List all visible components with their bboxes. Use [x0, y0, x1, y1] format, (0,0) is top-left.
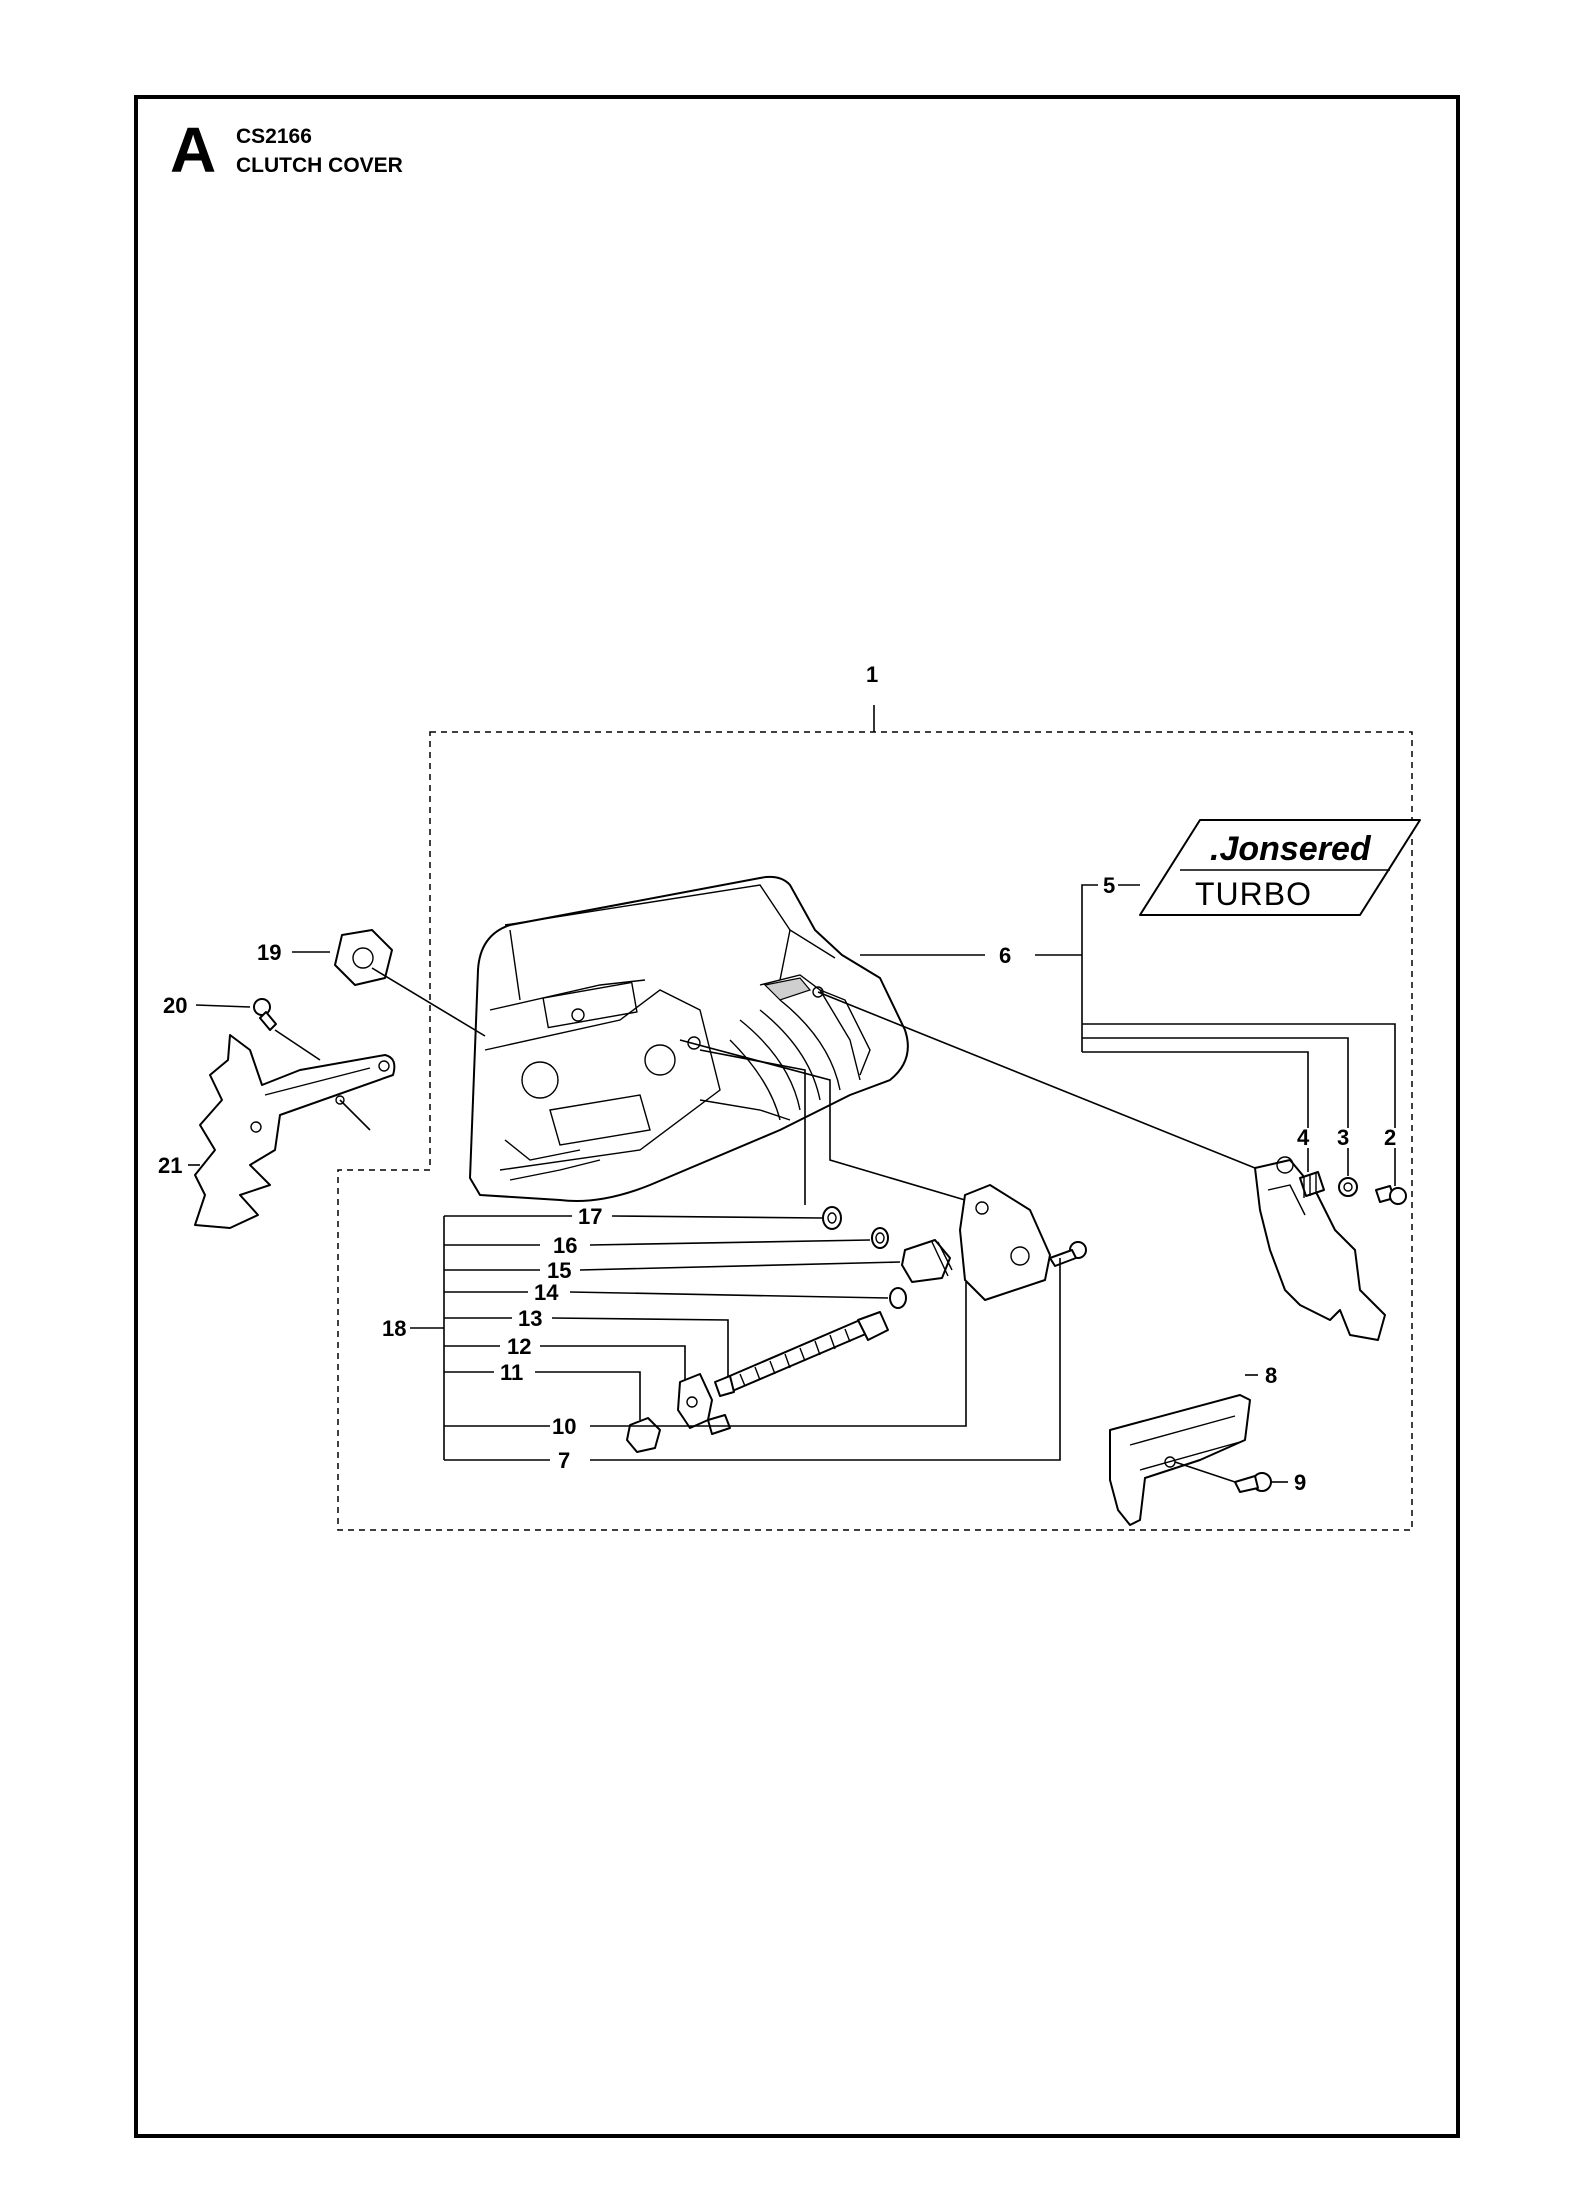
tensioner-plate — [959, 1184, 1051, 1301]
callout-1: 1 — [866, 662, 878, 687]
decal-model: TURBO — [1195, 876, 1312, 912]
bumper-spike — [1254, 1156, 1407, 1341]
callout-12: 12 — [507, 1334, 531, 1359]
jonsered-turbo-decal: .Jonsered TURBO — [1139, 819, 1421, 916]
callout-15: 15 — [547, 1258, 571, 1283]
bar-nut — [334, 929, 393, 986]
callout-numbers: 1 2 3 4 5 6 7 8 9 10 11 12 13 14 15 16 1… — [158, 662, 1396, 1495]
callout-6: 6 — [999, 943, 1011, 968]
callout-13: 13 — [518, 1306, 542, 1331]
chain-catcher — [1109, 1394, 1251, 1526]
callout-8: 8 — [1265, 1363, 1277, 1388]
callout-10: 10 — [552, 1414, 576, 1439]
callout-16: 16 — [553, 1233, 577, 1258]
felling-dog-screw — [253, 998, 277, 1031]
callout-3: 3 — [1337, 1125, 1349, 1150]
washer-17 — [822, 1206, 842, 1230]
tensioner-screw-7 — [1049, 1241, 1087, 1267]
washer-16 — [871, 1227, 889, 1249]
callout-20: 20 — [163, 993, 187, 1018]
kit-boundary — [337, 731, 1413, 1531]
callout-17: 17 — [578, 1204, 602, 1229]
model-code: CS2166 — [236, 125, 312, 148]
decal-brand: .Jonsered — [1210, 830, 1372, 868]
section-letter: A — [170, 114, 217, 186]
page-frame — [134, 95, 1460, 2138]
nut-11 — [626, 1417, 661, 1453]
callout-9: 9 — [1294, 1470, 1306, 1495]
section-title: CLUTCH COVER — [236, 154, 403, 177]
o-ring-14 — [889, 1287, 907, 1309]
callout-2: 2 — [1384, 1125, 1396, 1150]
adjusting-screw-13 — [714, 1311, 889, 1397]
nut-12 — [677, 1373, 731, 1435]
callout-21: 21 — [158, 1153, 182, 1178]
felling-dog — [194, 1034, 396, 1229]
chain-catcher-screw — [1234, 1472, 1272, 1493]
callout-19: 19 — [257, 940, 281, 965]
gear-15 — [901, 1239, 953, 1283]
callout-7: 7 — [558, 1448, 570, 1473]
callout-14: 14 — [534, 1280, 559, 1305]
clutch-cover-body — [469, 875, 909, 1202]
callout-18: 18 — [382, 1316, 406, 1341]
leader-lines — [188, 705, 1396, 1483]
callout-4: 4 — [1297, 1125, 1310, 1150]
callout-11: 11 — [500, 1360, 523, 1385]
callout-5: 5 — [1103, 873, 1115, 898]
